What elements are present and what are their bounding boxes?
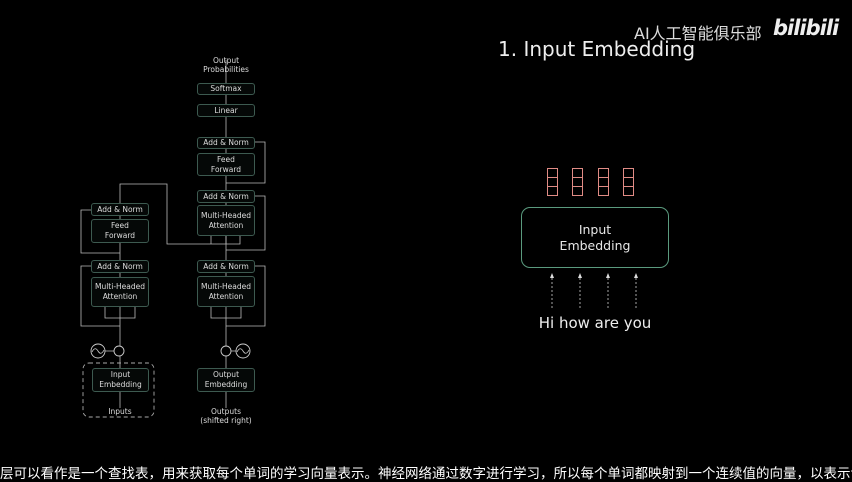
input-sentence: Hi how are you (538, 314, 652, 332)
subtitle: 层可以看作是一个查找表，用来获取每个单词的学习向量表示。神经网络通过数字进行学习… (0, 466, 852, 482)
encoder-add-norm-1: Add & Norm (91, 260, 149, 273)
decoder-add-norm-3: Add & Norm (197, 137, 255, 149)
embedding-vector-4 (623, 168, 634, 198)
outputs-label: Outputs (shifted right) (200, 407, 252, 425)
output-embedding-block: Output Embedding (197, 368, 255, 392)
slide-title: 1. Input Embedding (498, 37, 696, 61)
linear-block: Linear (197, 104, 255, 117)
output-probabilities-label: Output Probabilities (203, 56, 249, 74)
encoder-add-norm-2: Add & Norm (91, 203, 149, 216)
bilibili-logo: bilibili (773, 16, 839, 40)
decoder-cross-attention: Multi-Headed Attention (197, 205, 255, 236)
decoder-add-norm-2: Add & Norm (197, 190, 255, 203)
encoder-input-highlight (82, 362, 155, 418)
inputs-label: Inputs (108, 407, 132, 416)
embedding-vector-1 (547, 168, 558, 198)
encoder-feed-forward: Feed Forward (91, 219, 149, 243)
channel-watermark: AI人工智能俱乐部 (634, 24, 762, 43)
input-embedding-block: Input Embedding (92, 368, 149, 392)
decoder-feed-forward: Feed Forward (197, 153, 255, 176)
add-icon (220, 345, 232, 357)
encoder-self-attention: Multi-Headed Attention (91, 277, 149, 307)
embedding-vector-3 (598, 168, 609, 198)
decoder-add-norm-1: Add & Norm (197, 260, 255, 273)
softmax-block: Softmax (197, 83, 255, 95)
add-icon (113, 345, 125, 357)
input-embedding-detail-box: Input Embedding (521, 207, 669, 268)
embedding-vector-2 (572, 168, 583, 198)
decoder-self-attention: Multi-Headed Attention (197, 276, 255, 307)
